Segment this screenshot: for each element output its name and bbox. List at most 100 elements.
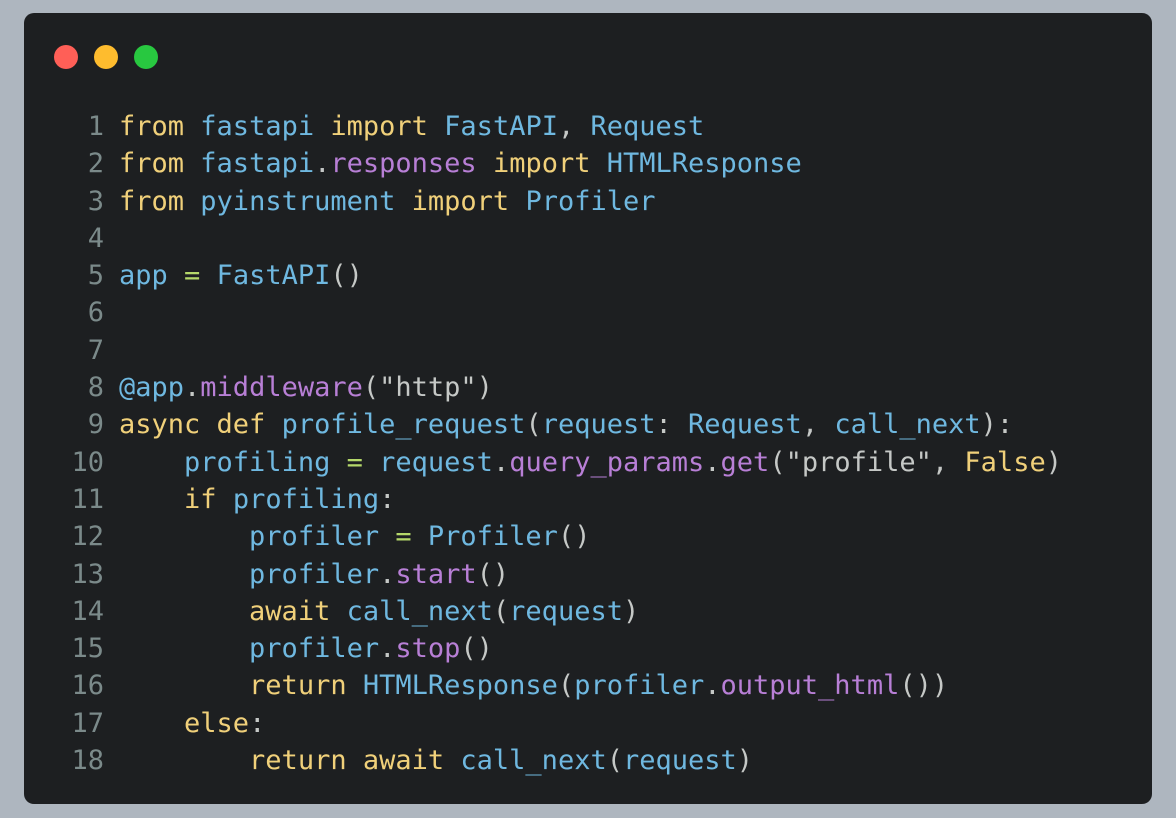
code-token: import — [411, 185, 510, 217]
line-source: profiler.stop() — [104, 630, 493, 667]
code-token: request — [509, 595, 623, 627]
line-source: if profiling: — [104, 481, 395, 518]
code-token: ( — [769, 446, 786, 478]
code-line: 18 return await call_next(request) — [24, 742, 1152, 779]
code-token — [347, 670, 363, 701]
indent — [119, 596, 249, 627]
minimize-button[interactable] — [94, 45, 118, 69]
code-token: query_params — [509, 446, 705, 478]
code-token: import — [492, 148, 591, 180]
code-token: profile_request — [281, 409, 526, 441]
line-source: async def profile_request(request: Reque… — [104, 406, 1013, 443]
code-token: ( — [525, 409, 542, 441]
line-source — [104, 332, 119, 369]
code-token: () — [330, 260, 363, 292]
code-token: return — [249, 670, 347, 702]
code-token: , — [801, 409, 835, 441]
line-source: profiler = Profiler() — [104, 518, 590, 555]
code-token: ): — [980, 409, 1014, 441]
code-token — [184, 148, 200, 179]
code-token: = — [395, 521, 412, 553]
indent — [119, 745, 249, 776]
code-line: 6 — [24, 294, 1152, 331]
close-button[interactable] — [54, 45, 78, 69]
code-token: HTMLResponse — [606, 148, 802, 180]
code-token — [444, 745, 460, 776]
code-token: : — [655, 409, 689, 441]
code-token: pyinstrument — [200, 185, 396, 217]
code-token: call_next — [346, 595, 493, 627]
line-source: profiler.start() — [104, 556, 509, 593]
code-token: profiler — [249, 558, 380, 590]
code-token — [428, 111, 444, 142]
line-number: 18 — [71, 745, 104, 777]
code-token: = — [346, 446, 363, 478]
code-token: . — [704, 670, 721, 702]
code-token: start — [395, 558, 477, 590]
code-line: 12 profiler = Profiler() — [24, 518, 1152, 555]
line-number: 12 — [71, 521, 104, 553]
code-token: : — [249, 707, 266, 739]
code-token — [217, 484, 233, 515]
code-token: profiler — [249, 521, 380, 553]
code-token: profiling — [184, 446, 331, 478]
code-token — [412, 521, 428, 552]
code-token: . — [704, 446, 721, 478]
code-token — [184, 186, 200, 217]
code-token — [265, 409, 281, 440]
code-token — [200, 260, 216, 291]
code-token — [509, 186, 525, 217]
line-number: 14 — [71, 595, 104, 627]
code-token: () — [460, 633, 493, 665]
line-number: 10 — [71, 446, 104, 478]
line-source: from fastapi.responses import HTMLRespon… — [104, 145, 802, 182]
code-token: ) — [1045, 446, 1062, 478]
code-token: request — [541, 409, 656, 441]
code-token: middleware — [200, 372, 363, 404]
code-token: ) — [622, 595, 640, 627]
code-token: . — [314, 148, 331, 180]
code-token — [590, 148, 606, 179]
line-source: return await call_next(request) — [104, 742, 753, 779]
line-number: 17 — [71, 707, 104, 739]
line-number: 1 — [87, 111, 104, 142]
code-token — [477, 148, 493, 179]
code-token: () — [476, 558, 510, 590]
line-source: from fastapi import FastAPI, Request — [104, 108, 704, 145]
code-token: profiler — [249, 633, 380, 665]
code-token: return — [249, 745, 347, 777]
code-token: FastAPI — [216, 260, 331, 292]
code-token: = — [184, 260, 201, 292]
maximize-button[interactable] — [134, 45, 158, 69]
indent — [119, 447, 184, 478]
line-number: 7 — [87, 334, 104, 366]
line-number: 15 — [71, 633, 104, 665]
code-token: await — [249, 595, 331, 627]
code-token: fastapi — [200, 111, 315, 142]
code-token: def — [216, 409, 266, 441]
code-token: "profile" — [785, 446, 932, 478]
code-token: import — [330, 111, 428, 142]
code-token: Request — [590, 111, 705, 142]
code-token — [379, 521, 395, 552]
line-source: profiling = request.query_params.get("pr… — [104, 444, 1062, 481]
code-token: , — [931, 446, 965, 478]
line-number: 11 — [71, 483, 104, 515]
code-token: responses — [330, 148, 477, 180]
code-token: FastAPI — [444, 111, 558, 142]
code-token: ( — [557, 670, 575, 702]
code-token: "http" — [379, 372, 477, 404]
code-token — [395, 186, 411, 217]
line-source: else: — [104, 705, 265, 742]
code-token: call_next — [460, 745, 607, 777]
code-token: call_next — [834, 409, 981, 441]
indent — [119, 708, 184, 739]
code-token: . — [379, 558, 396, 590]
code-token: ( — [362, 372, 380, 404]
code-token: . — [492, 446, 510, 478]
